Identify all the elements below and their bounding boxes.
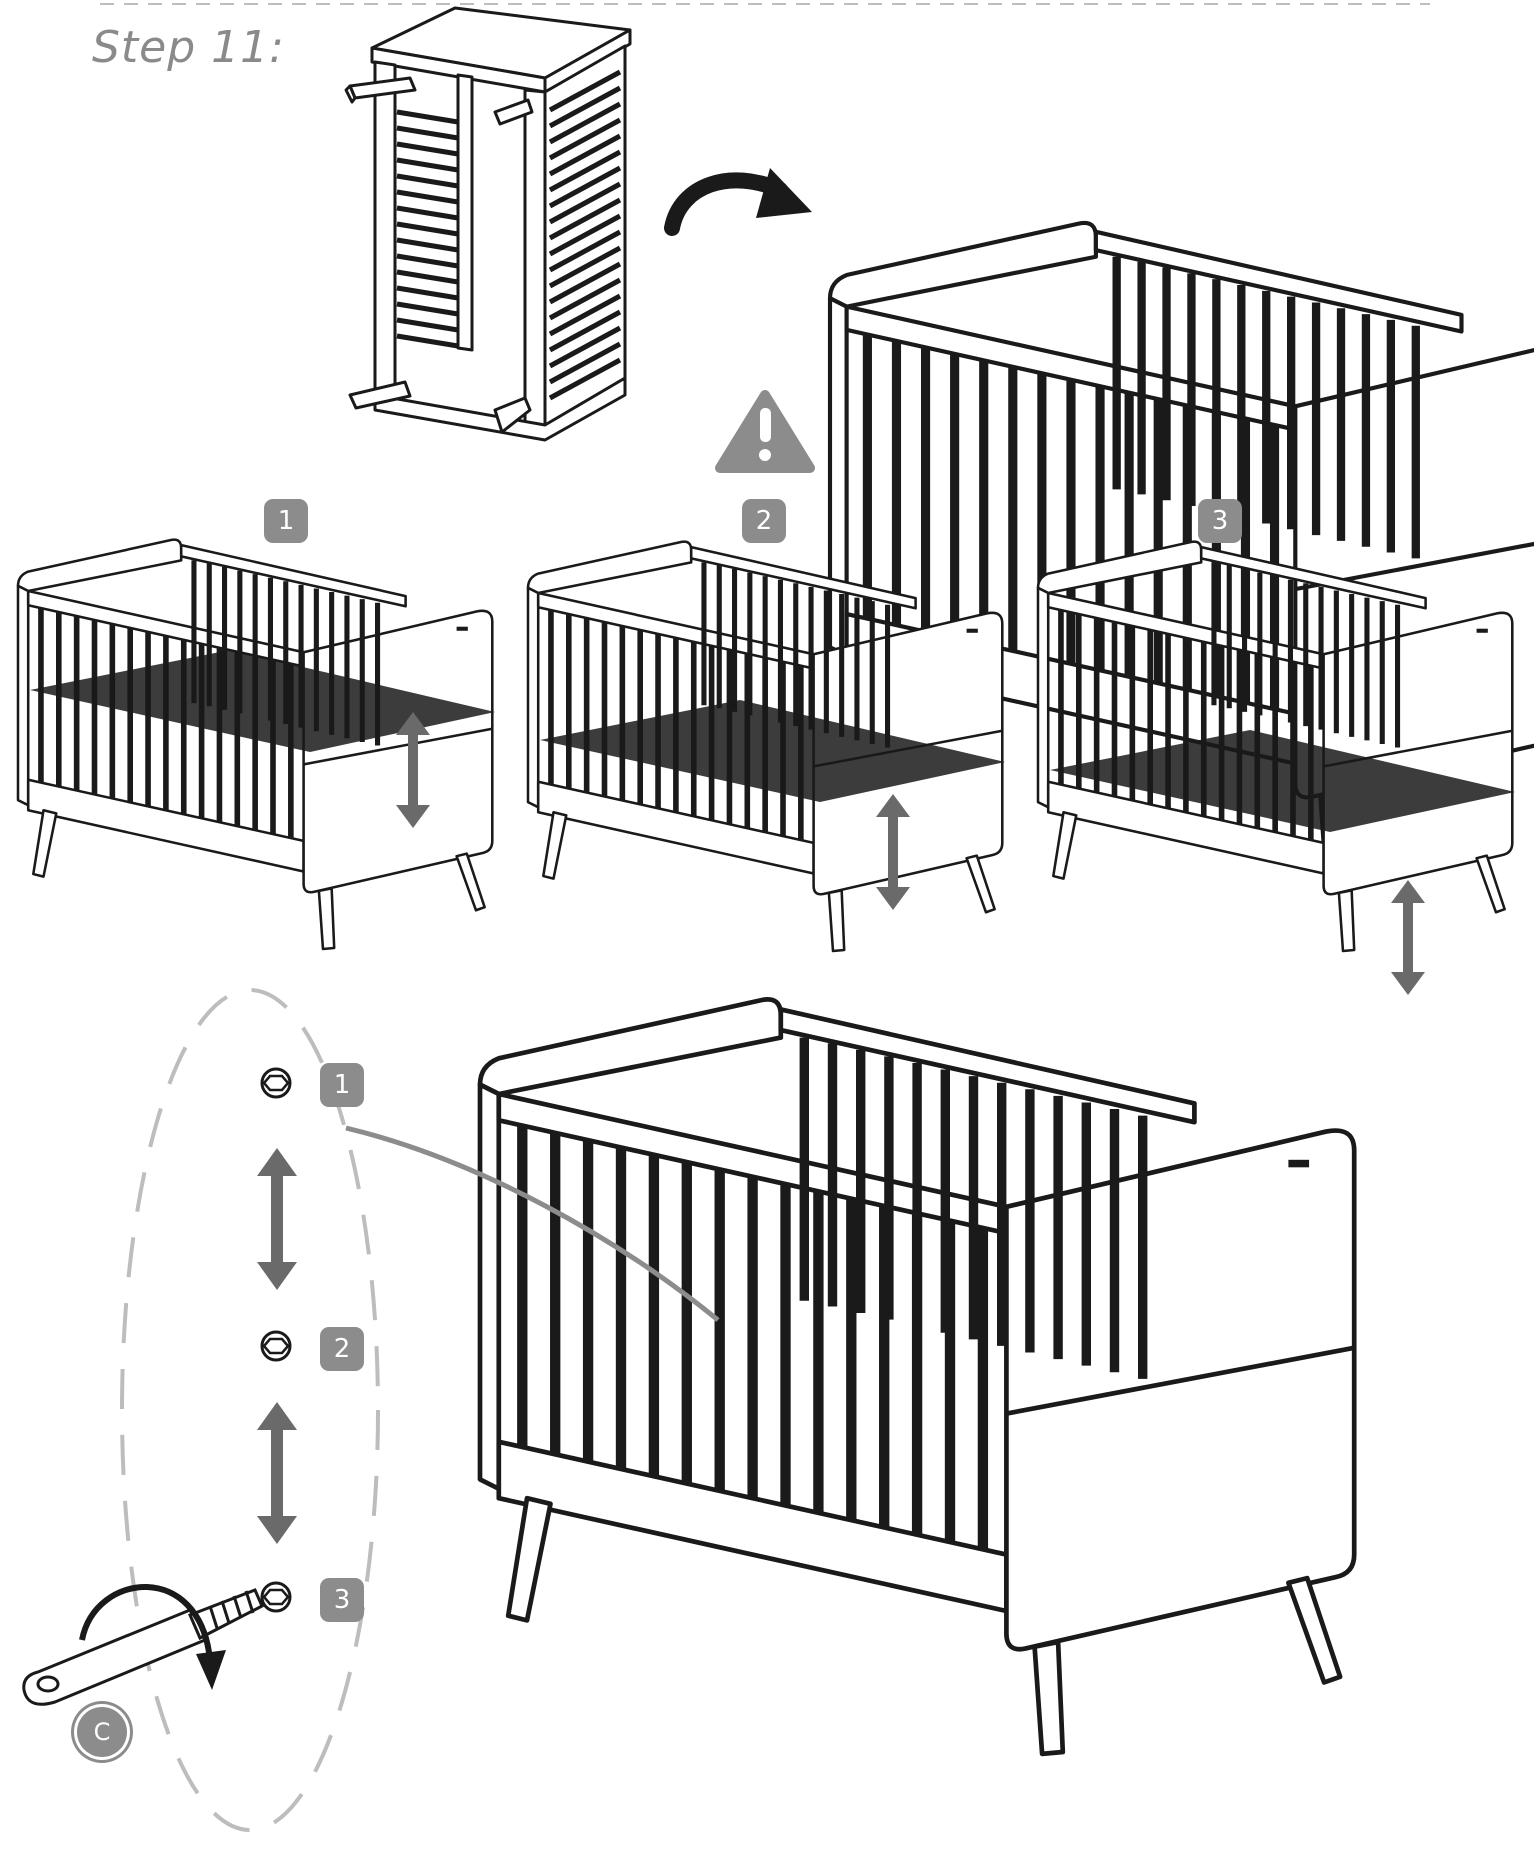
crib-large	[480, 999, 1354, 1754]
nut-icon	[260, 1330, 292, 1362]
up-down-arrow-icon	[396, 712, 430, 828]
rotate-arrow-icon	[664, 168, 812, 236]
detail-badge-1: 1	[320, 1063, 364, 1107]
detail-badge-2: 2	[320, 1327, 364, 1371]
up-down-arrow-icon	[257, 1148, 297, 1290]
step-title: Step 11:	[92, 22, 285, 73]
detail-badge-3: 3	[320, 1578, 364, 1622]
nut-icon	[260, 1581, 292, 1613]
up-down-arrow-icon	[1391, 880, 1425, 995]
warning-icon	[715, 390, 815, 473]
up-down-arrow-icon	[257, 1402, 297, 1544]
height-badge-1: 1	[264, 499, 308, 543]
allen-key-icon	[22, 1584, 264, 1706]
crib-height-3	[1038, 542, 1515, 995]
detail-callout	[22, 988, 720, 1832]
height-badge-3: 3	[1198, 499, 1242, 543]
crib-height-2	[528, 542, 1005, 951]
up-down-arrow-icon	[876, 794, 910, 910]
height-badge-2: 2	[742, 499, 786, 543]
crib-height-1	[18, 540, 495, 949]
upright-left-slats	[396, 109, 459, 349]
tool-badge-c: C	[77, 1707, 127, 1757]
nut-icon	[260, 1067, 292, 1099]
upright-right-slats	[548, 69, 622, 401]
